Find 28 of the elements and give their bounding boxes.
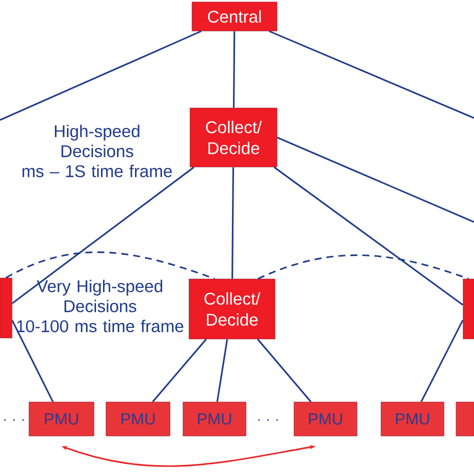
pmu-box: PMU (106, 402, 170, 436)
pmu-box: PMU (380, 402, 444, 436)
dashed-line (258, 254, 469, 280)
process-box (0, 278, 12, 338)
annotation-text: High-speed Decisions ms – 1S time frame (22, 124, 172, 178)
connector-line (216, 339, 228, 402)
connector-line (0, 30, 202, 121)
pmu-box: PMU (28, 402, 94, 436)
process-box: Collect/ Decide (190, 108, 278, 168)
process-box: Collect/ Decide (188, 278, 276, 340)
connector-line (268, 30, 474, 119)
connector-line (152, 338, 207, 402)
dashed-line (6, 252, 215, 280)
connector-line (12, 166, 194, 304)
pmu-box (456, 402, 474, 436)
annotation-text: Very High-speed Decisions 10-100 ms time frame (17, 280, 184, 332)
connector-line (231, 167, 234, 279)
ellipsis: . . . (258, 419, 278, 421)
process-box: Central (192, 2, 278, 32)
pmu-box: PMU (294, 402, 358, 436)
connector-line (257, 338, 312, 402)
pmu-box: PMU (182, 402, 246, 436)
connector-line (276, 136, 474, 223)
connector-line (232, 31, 236, 108)
connector-line (11, 320, 54, 402)
process-box (462, 278, 474, 340)
connector-line (420, 320, 464, 402)
connector-line (274, 166, 464, 306)
